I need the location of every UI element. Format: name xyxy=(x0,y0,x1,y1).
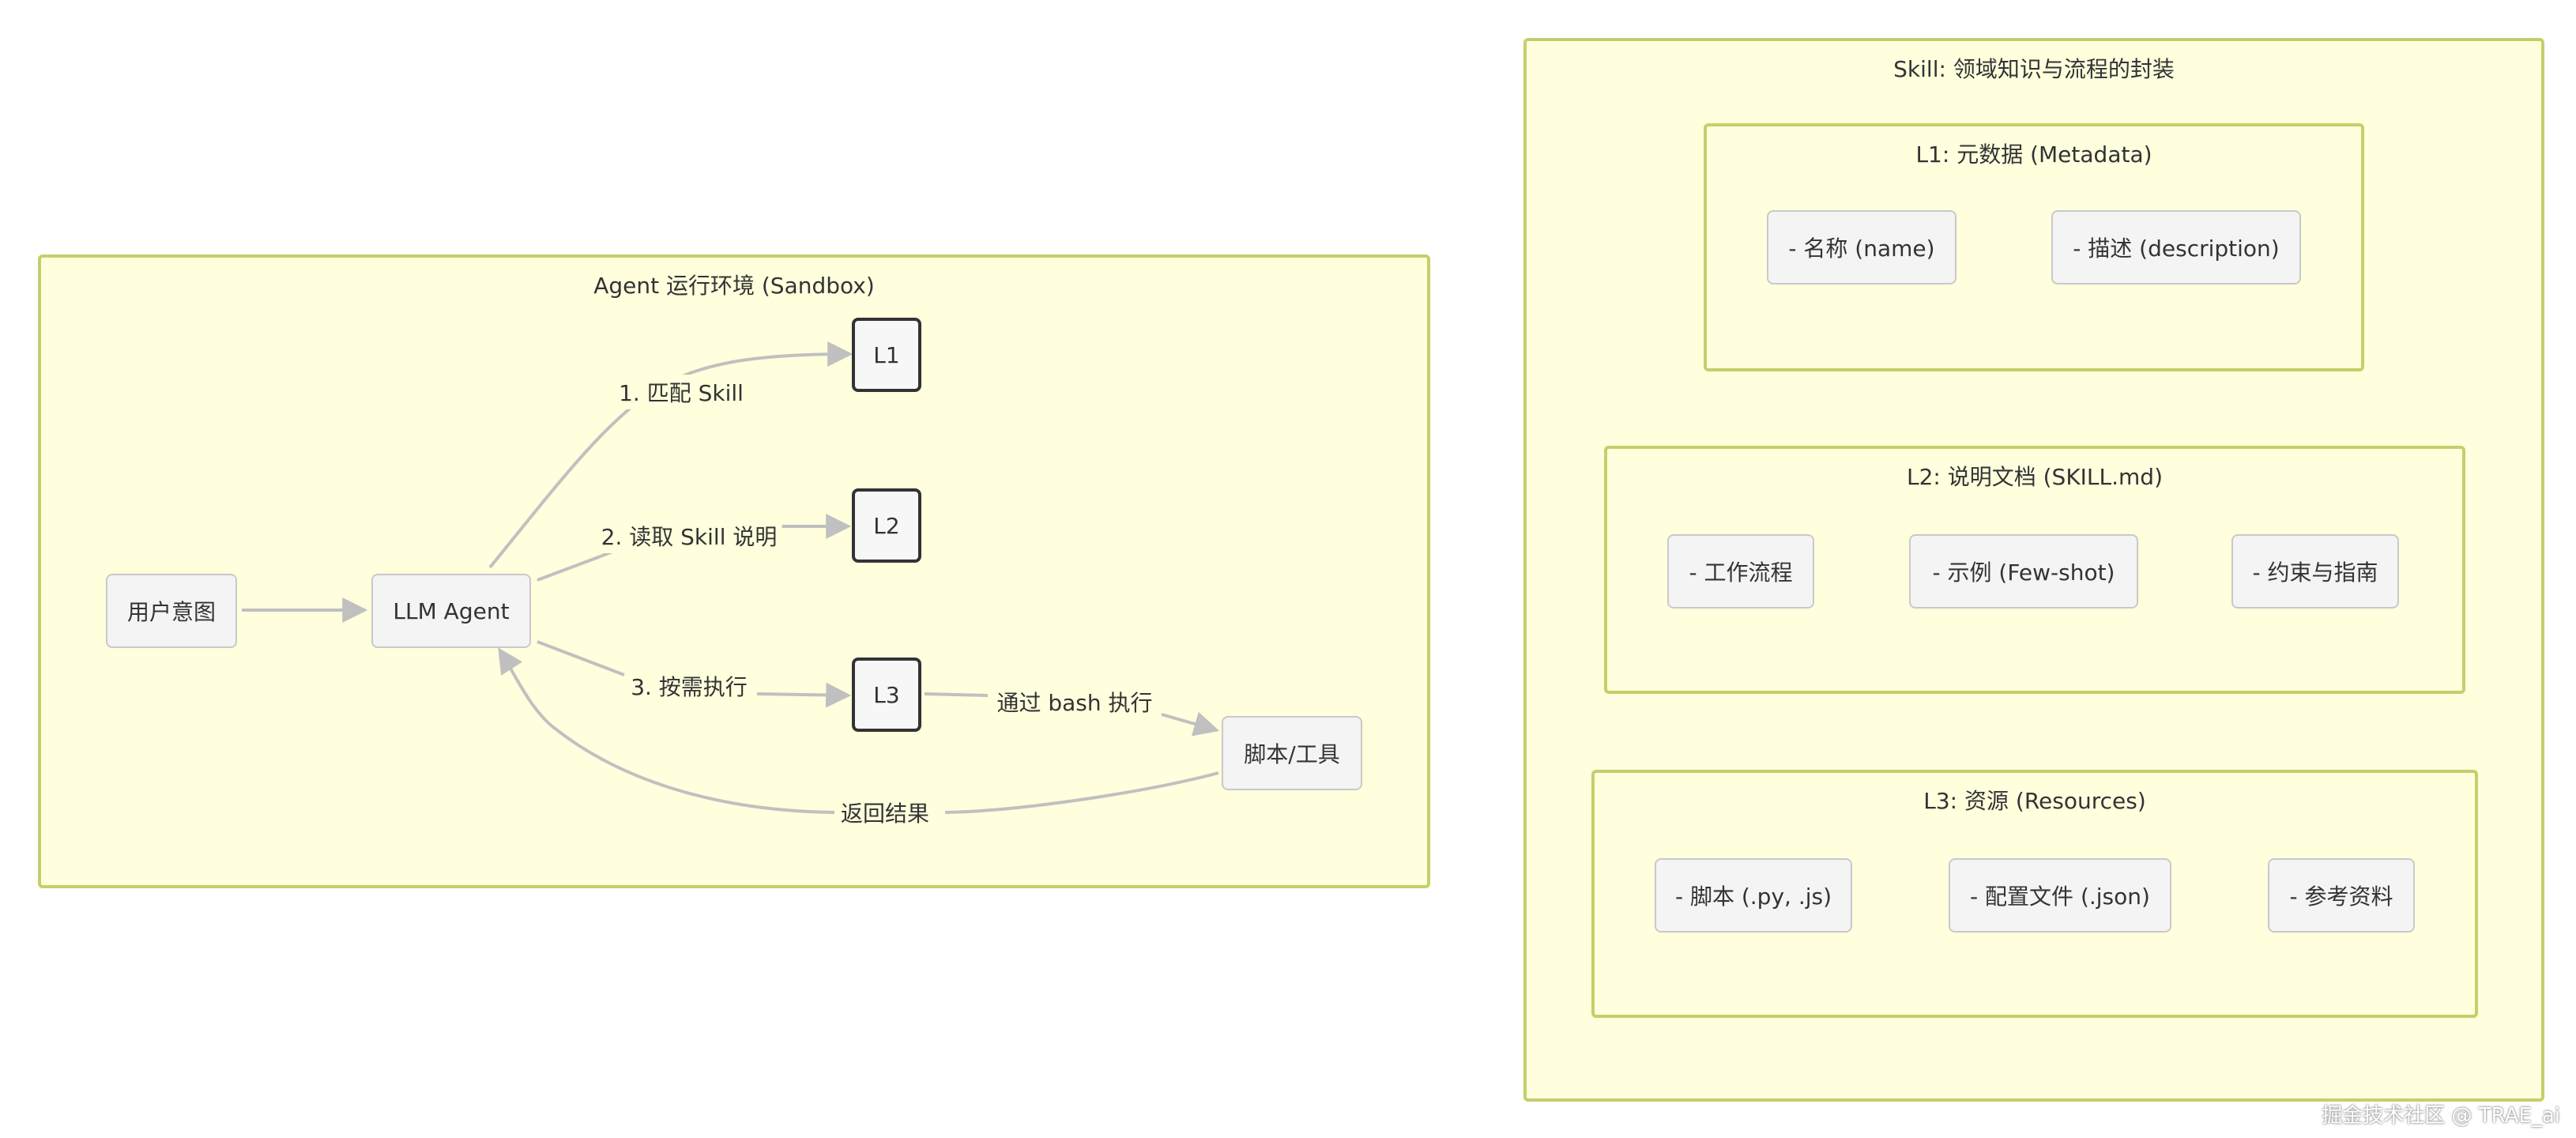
edge-tools-to-agent xyxy=(499,650,1219,814)
edge-label-return-result: 返回结果 xyxy=(835,795,935,830)
edge-label-via-bash: 通过 bash 执行 xyxy=(992,684,1158,719)
l3-item-references: - 参考资料 xyxy=(2268,858,2415,933)
edge-label-match-skill: 1. 匹配 Skill xyxy=(614,375,748,409)
l2-docs-title: L2: 说明文档 (SKILL.md) xyxy=(1906,464,2164,490)
l2-node: L2 xyxy=(852,488,921,563)
l3-node-label: L3 xyxy=(873,681,900,708)
edge-l3-to-tools xyxy=(924,692,1217,730)
user-intent-label: 用户意图 xyxy=(126,599,216,625)
llm-agent-node: LLM Agent xyxy=(371,574,531,648)
edge-label-execute: 3. 按需执行 xyxy=(626,669,752,703)
edge-label-read-skill: 2. 读取 Skill 说明 xyxy=(596,518,782,553)
l3-item-references-label: - 参考资料 xyxy=(2289,884,2393,910)
l3-item-scripts-label: - 脚本 (.py, .js) xyxy=(1674,884,1832,910)
l2-item-examples: - 示例 (Few-shot) xyxy=(1909,534,2138,609)
l1-item-name-label: - 名称 (name) xyxy=(1788,236,1935,262)
l3-resources-title: L3: 资源 (Resources) xyxy=(1923,788,2146,814)
scripts-tools-node: 脚本/工具 xyxy=(1222,716,1362,790)
l2-item-constraints-label: - 约束与指南 xyxy=(2252,560,2378,586)
watermark: 掘金技术社区 @ TRAE_ai xyxy=(2322,1104,2560,1128)
scripts-tools-label: 脚本/工具 xyxy=(1244,741,1340,767)
l3-item-scripts: - 脚本 (.py, .js) xyxy=(1655,858,1852,933)
edge-agent-to-l2 xyxy=(537,526,849,582)
l2-item-examples-label: - 示例 (Few-shot) xyxy=(1932,560,2115,586)
l2-node-label: L2 xyxy=(873,512,900,539)
l2-item-constraints: - 约束与指南 xyxy=(2231,534,2399,609)
l1-item-description: - 描述 (description) xyxy=(2051,210,2301,284)
sandbox-cluster-title: Agent 运行环境 (Sandbox) xyxy=(593,273,875,299)
l1-node-label: L1 xyxy=(873,341,900,368)
llm-agent-label: LLM Agent xyxy=(393,597,510,624)
l1-node: L1 xyxy=(852,318,921,392)
l1-metadata-title: L1: 元数据 (Metadata) xyxy=(1915,141,2152,168)
skill-cluster-title: Skill: 领域知识与流程的封装 xyxy=(1893,56,2175,82)
user-intent-node: 用户意图 xyxy=(106,574,237,648)
l1-item-name: - 名称 (name) xyxy=(1767,210,1956,284)
l2-item-workflow-label: - 工作流程 xyxy=(1689,560,1793,586)
l3-node: L3 xyxy=(852,658,921,732)
l2-item-workflow: - 工作流程 xyxy=(1667,534,1814,609)
edge-agent-to-l3 xyxy=(537,640,849,695)
l3-item-config: - 配置文件 (.json) xyxy=(1949,858,2171,933)
l1-item-description-label: - 描述 (description) xyxy=(2073,236,2280,262)
l3-item-config-label: - 配置文件 (.json) xyxy=(1970,884,2150,910)
